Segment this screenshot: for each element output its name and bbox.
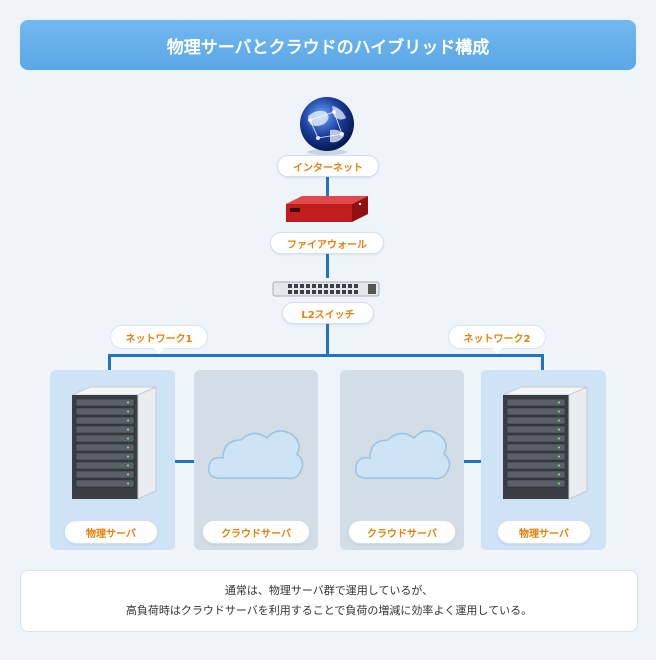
internet-label: インターネット [277,155,379,177]
link-internet-firewall [326,176,329,200]
server-rack-icon [66,385,158,503]
physical-server-label: 物理サーバ [497,520,591,544]
globe-icon [296,94,358,156]
server-rack-icon [497,385,589,503]
link-firewall-switch [326,252,329,278]
link-bus-left [108,354,111,372]
caption-line-1: 通常は、物理サーバ群で運用しているが、 [224,584,434,597]
cloud-icon [352,418,454,488]
diagram-title: 物理サーバとクラウドのハイブリッド構成 [20,20,636,70]
firewall-label: ファイアウォール [270,232,384,254]
network-1-label: ネットワーク1 [110,325,208,354]
cloud-icon [205,418,307,488]
firewall-device-icon [282,194,370,226]
network-bus [108,354,544,357]
physical-server-label: 物理サーバ [64,520,158,544]
link-right-cloud [462,460,482,463]
link-left-cloud [175,460,195,463]
link-bus-right [541,354,544,372]
cloud-server-label: クラウドサーバ [202,520,310,544]
switch-device-icon [272,280,380,298]
caption-box: 通常は、物理サーバ群で運用しているが、 高負荷時はクラウドサーバを利用することで… [20,570,638,632]
link-switch-bus [326,320,329,356]
cloud-server-label: クラウドサーバ [348,520,456,544]
network-2-label: ネットワーク2 [448,325,546,354]
switch-label: L2スイッチ [282,302,374,324]
caption-line-2: 高負荷時はクラウドサーバを利用することで負荷の増減に効率よく運用している。 [125,604,533,617]
